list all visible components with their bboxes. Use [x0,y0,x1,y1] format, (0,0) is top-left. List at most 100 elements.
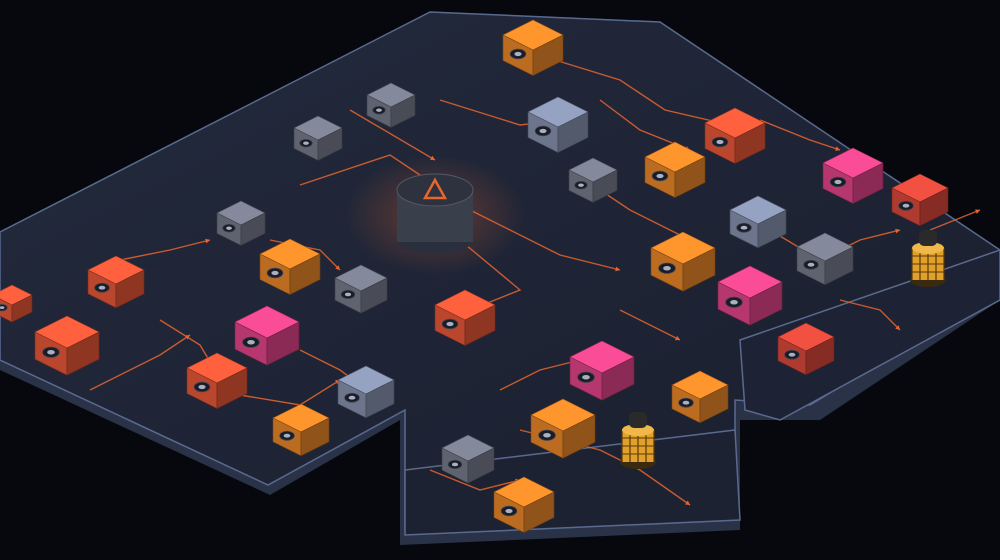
service-node[interactable] [366,82,416,128]
service-node[interactable] [891,173,949,227]
icon-glyph [656,173,664,179]
connector-line [554,59,731,126]
node-right-face [390,94,416,128]
service-node[interactable] [234,305,300,366]
service-node[interactable] [530,398,596,459]
connector-arrowhead [895,325,900,330]
service-node[interactable] [527,96,589,153]
icon-glyph [376,108,382,112]
service-node[interactable] [729,195,787,249]
connector-line [929,209,981,231]
icon-glyph [348,395,356,400]
connector-line [429,469,521,491]
cylinder-tower-icon[interactable] [910,230,946,287]
tower-top [622,424,654,436]
icon-glyph [582,375,590,380]
node-right-face [240,212,266,246]
node-right-face [682,247,716,292]
icon-glyph [834,179,842,185]
node-layer [0,19,949,533]
service-node[interactable] [644,141,706,198]
icon-glyph [303,141,309,145]
service-node[interactable] [34,315,100,376]
node-right-face [824,246,854,286]
icon-glyph [505,508,513,514]
connector-line [619,309,681,341]
service-node[interactable] [293,115,343,161]
node-right-face [557,111,589,153]
service-node[interactable] [502,19,564,76]
connector-arrowhead [675,335,680,341]
service-node[interactable] [493,476,555,533]
icon-glyph [271,270,279,276]
service-node[interactable] [717,265,783,326]
node-right-face [317,127,343,161]
icon-glyph [344,292,352,297]
icon-glyph [226,226,232,230]
sub-platform-right [739,249,1000,421]
service-node[interactable] [434,289,496,346]
service-node[interactable] [569,340,635,401]
service-node[interactable] [216,200,266,246]
node-right-face [532,34,564,76]
node-right-face [467,447,495,484]
service-node[interactable] [337,365,395,419]
icon-glyph [788,352,796,357]
platform-layer [0,11,1000,545]
warning-triangle-icon [422,177,448,200]
service-node[interactable] [441,434,495,484]
node-right-face [365,379,395,419]
node-right-face [919,187,949,227]
service-node[interactable] [777,322,835,376]
connector-line [839,299,901,331]
icon-glyph [539,128,547,134]
service-node[interactable] [796,232,854,286]
node-right-face [11,294,33,323]
node-right-face [805,336,835,376]
node-right-face [216,367,248,409]
icon-glyph [578,183,584,187]
node-right-face [289,253,321,295]
service-node[interactable] [186,352,248,409]
service-node[interactable] [0,284,33,323]
service-node[interactable] [334,264,388,314]
icon-glyph [247,340,255,345]
service-node[interactable] [87,255,145,309]
connector-arrowhead [975,209,980,214]
node-right-face [734,122,766,164]
connector-arrowhead [895,228,900,234]
icon-glyph [740,225,748,230]
icon-glyph [716,139,724,145]
icon-glyph [730,300,738,305]
icon-glyph [543,433,551,438]
icon-glyph [446,321,454,327]
connector-line [349,109,436,161]
node-right-face [523,491,555,533]
connector-line [119,239,211,261]
hub-top [396,173,474,207]
icon-glyph [47,350,55,355]
central-hub[interactable] [396,173,474,254]
service-node[interactable] [650,231,716,292]
service-node[interactable] [671,370,729,424]
connector-arrowhead [835,146,840,151]
node-right-face [592,169,618,203]
connector-arrowhead [205,238,210,244]
node-right-face [115,269,145,309]
cylinder-tower-icon[interactable] [620,412,656,469]
service-node[interactable] [259,238,321,295]
service-node[interactable] [568,157,618,203]
tower-top [912,242,944,254]
icon-glyph [663,266,671,271]
service-node[interactable] [272,403,330,457]
icon-glyph [514,51,522,57]
icon-glyph [682,400,690,405]
service-node[interactable] [822,147,884,204]
connector-arrowhead [685,500,690,505]
node-right-face [300,417,330,457]
service-node[interactable] [704,107,766,164]
node-right-face [66,331,100,376]
icon-glyph [98,285,106,290]
